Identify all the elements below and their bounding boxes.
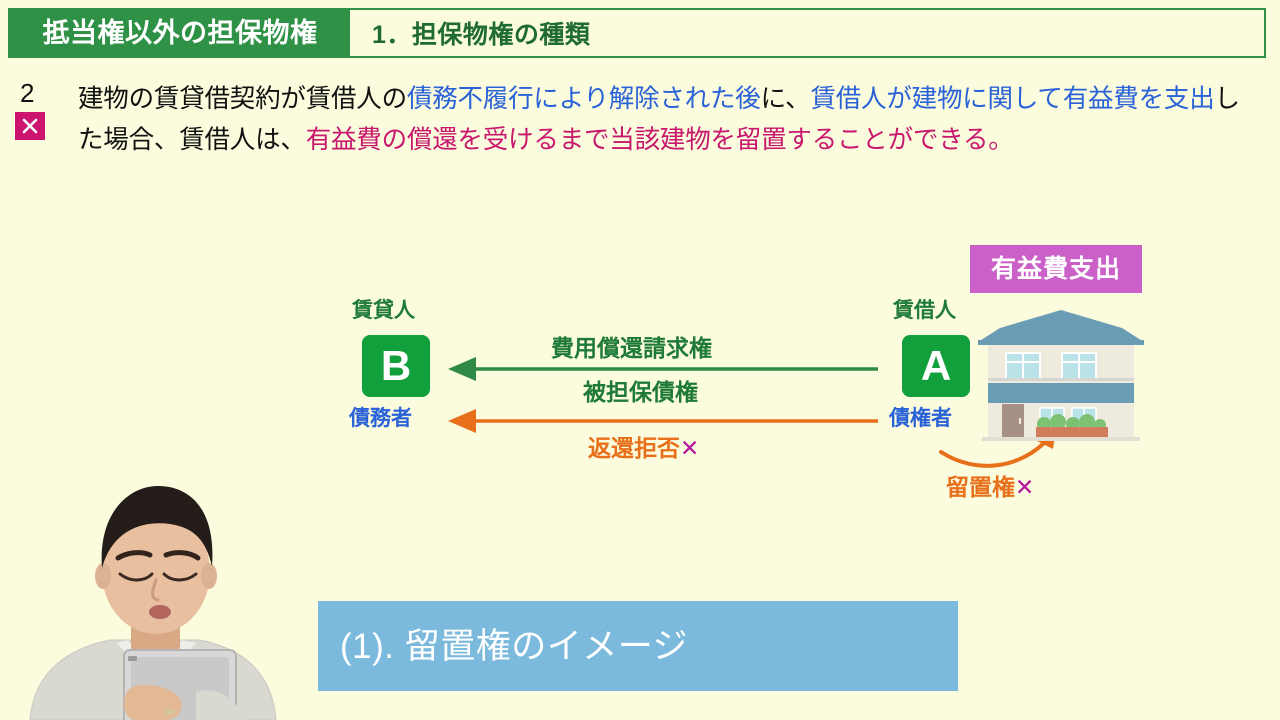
- question-segment-2: に、: [760, 85, 811, 113]
- section-banner: (1). 留置権のイメージ: [318, 601, 958, 691]
- question-segment-5: 有益費の償還を受けるまで当該建物を留置: [305, 126, 787, 154]
- left-party-letter: B: [380, 342, 412, 389]
- presenter-hair: [101, 486, 213, 568]
- question-segment-0: 建物の賃貸借契約が賃借人の: [78, 85, 407, 113]
- right-party-letter: A: [920, 342, 952, 389]
- expense-badge: 有益費支出: [970, 245, 1142, 293]
- presenter-mouth: [149, 605, 171, 619]
- arrow-refusal-to-return: [448, 409, 878, 433]
- retention-text: 留置権: [946, 474, 1015, 500]
- section-banner-label: (1). 留置権のイメージ: [340, 626, 689, 666]
- expense-badge-label: 有益費支出: [990, 254, 1121, 283]
- left-party-role-label: 賃貸人: [352, 299, 415, 322]
- presenter-video: [29, 486, 277, 720]
- question-result-mark: [15, 112, 45, 140]
- cross-icon: [22, 118, 38, 134]
- refusal-cross-icon: ✕: [680, 435, 700, 461]
- right-party-role-label: 賃借人: [893, 299, 956, 322]
- left-party-sub-role-label: 債務者: [349, 407, 412, 430]
- question-segment-6: することができる。: [786, 126, 1014, 154]
- header-subtitle: 1．担保物権の種類: [372, 21, 591, 49]
- arrow-label-refusal-to-return: 返還拒否✕: [588, 437, 699, 460]
- left-party-box: B: [362, 335, 430, 397]
- header-tag: 抵当権以外の担保物権: [10, 10, 350, 56]
- house-illustration: [978, 310, 1144, 441]
- right-party-box: A: [902, 335, 970, 397]
- arrow-label-reimbursement-claim: 費用償還請求権: [551, 335, 712, 361]
- right-party-sub-role-label: 債権者: [889, 407, 952, 430]
- presenter-face: [102, 510, 210, 634]
- question-number: 2: [20, 78, 35, 108]
- arrow-label-secured-claim: 被担保債権: [583, 379, 698, 405]
- presenter-ring: [165, 709, 175, 715]
- header-tag-label: 抵当権以外の担保物権: [42, 17, 318, 48]
- arrow-retention-right-curved: [939, 428, 1056, 468]
- arrow-label-retention-right: 留置権✕: [946, 476, 1034, 499]
- question-segment-3: 賃借人が建物に関して有益費を支出: [810, 85, 1215, 113]
- retention-cross-icon: ✕: [1015, 474, 1035, 500]
- question-segment-1: 債務不履行により解除された後: [406, 85, 761, 113]
- question-segment-4: した場合、賃借人は、: [78, 85, 1240, 154]
- presenter-figure: [29, 486, 277, 720]
- question-text: 建物の賃貸借契約が賃借人の債務不履行により解除された後に、賃借人が建物に関して有…: [78, 79, 1258, 161]
- refusal-text: 返還拒否: [588, 435, 680, 461]
